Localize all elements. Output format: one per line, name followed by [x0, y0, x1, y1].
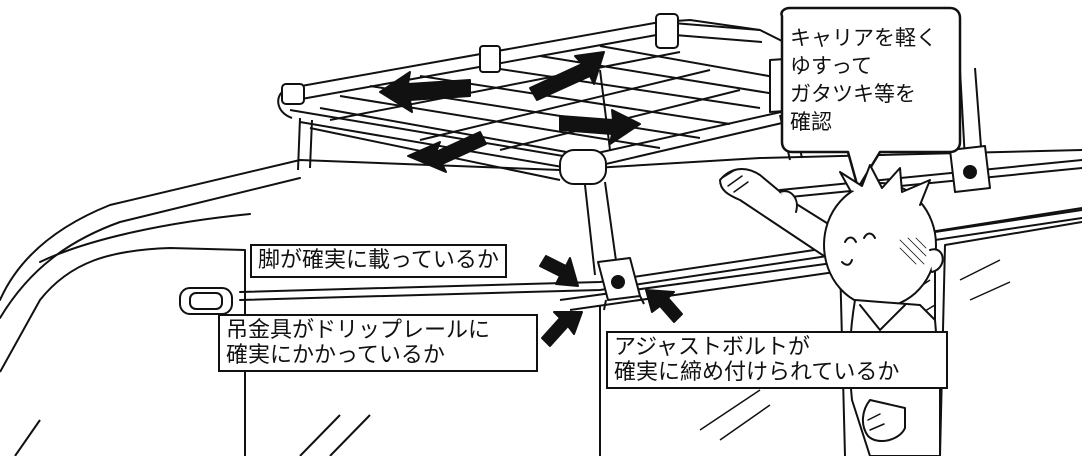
speech-bubble-text: キャリアを軽く ゆすって ガタツキ等を 確認 [790, 24, 940, 136]
speech-bubble [780, 6, 962, 190]
arrow-to-adjust-bolt [645, 289, 683, 323]
callout-leg-seating-text: 脚が確実に載っているか [258, 248, 499, 273]
callout-leg-seating: 脚が確実に載っているか [250, 244, 507, 278]
shake-arrow-left [379, 71, 471, 113]
shake-arrow-back [529, 51, 605, 101]
callout-drip-rail-hook-line: 吊金具がドリップレールに [226, 318, 491, 343]
carrier-legs [297, 67, 991, 311]
callout-adjust-bolt-line: アジャストボルトが [614, 335, 811, 360]
speech-bubble-line: 確認 [790, 110, 832, 134]
car-side-marker [179, 287, 233, 315]
speech-bubble-line: キャリアを軽く [790, 26, 937, 50]
callout-arrows [539, 255, 683, 347]
cartoon-person [719, 164, 944, 456]
shake-arrow-right [559, 109, 641, 145]
callout-drip-rail-hook: 吊金具がドリップレールに 確実にかかっているか [218, 314, 538, 372]
speech-bubble-line: ゆすって [790, 54, 873, 78]
roof-carrier [277, 13, 801, 185]
car-windows [0, 207, 1082, 456]
arrow-to-leg-base [539, 255, 579, 287]
shake-arrows [379, 51, 641, 173]
shake-arrow-front [407, 131, 487, 173]
speech-bubble-line: ガタツキ等を [790, 82, 916, 106]
callout-adjust-bolt-line: 確実に締め付けられているか [614, 360, 900, 385]
arrow-to-drip-rail [541, 311, 583, 347]
callout-adjust-bolt: アジャストボルトが 確実に締め付けられているか [606, 331, 948, 389]
callout-drip-rail-hook-line: 確実にかかっているか [226, 343, 445, 368]
